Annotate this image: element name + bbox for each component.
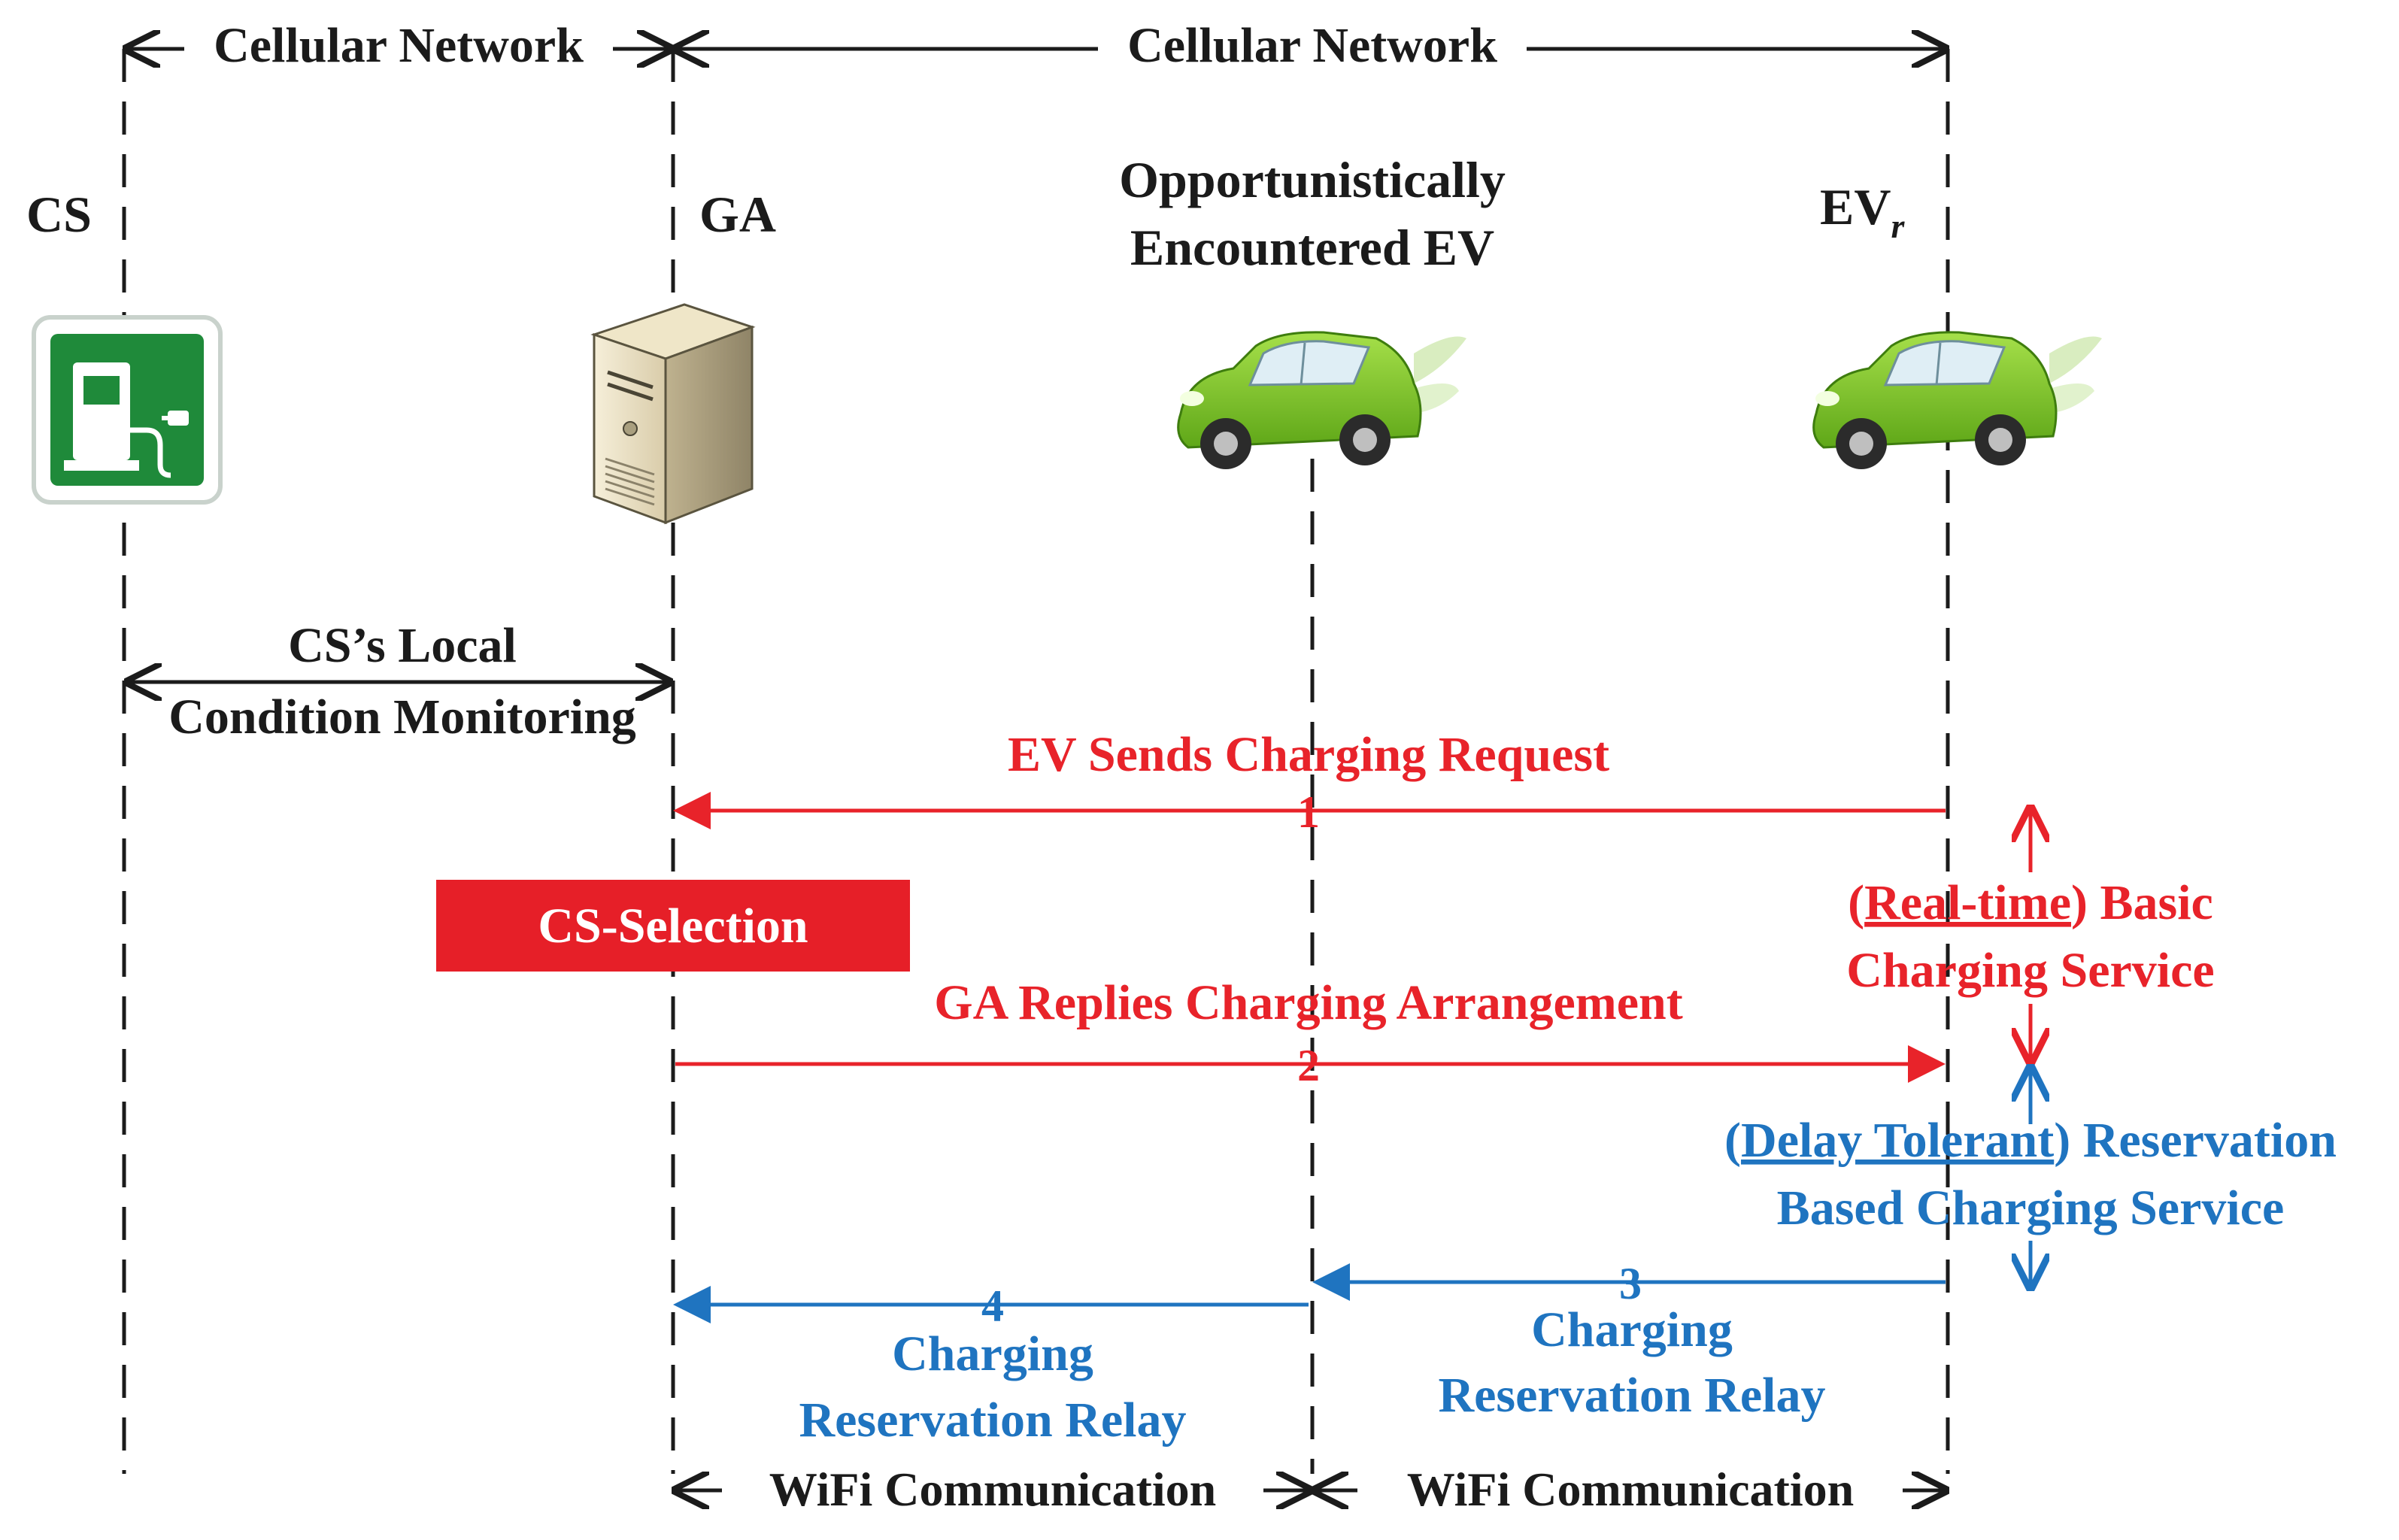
cellular-network-right-label: Cellular Network [1127,18,1497,73]
opportunistic-ev-label-line1: Opportunistically [1119,151,1506,208]
basic-service-line1: (Real-time) Basic [1848,875,2213,930]
cs-selection-box: CS-Selection [436,880,910,972]
reservation-service-close: ) Reservation [2054,1113,2337,1168]
message-1-number: 1 [1297,787,1320,837]
reservation-service-line2: Based Charging Service [1777,1181,2285,1235]
message-4-label-line1: Charging [892,1326,1093,1381]
message-4-number: 4 [981,1281,1004,1331]
evr-label: EVr [1820,178,1905,245]
condition-monitoring-line1: CS’s Local [288,618,517,673]
cellular-network-left: Cellular Network [126,18,671,73]
charging-station-icon [32,315,223,505]
message-3-label-line2: Reservation Relay [1438,1368,1825,1423]
message-2-label: GA Replies Charging Arrangement [934,975,1682,1030]
evr-label-main: EV [1820,178,1891,235]
message-4-label-line2: Reservation Relay [799,1393,1186,1448]
electric-car-icon [1177,331,1466,469]
basic-service-underlined: Real-time [1864,875,2071,930]
cs-selection-label: CS-Selection [538,899,808,953]
opportunistic-ev-label-line2: Encountered EV [1130,219,1494,276]
wifi-communication-left-label: WiFi Communication [769,1463,1216,1516]
lifelines [122,49,1950,1474]
wifi-communication-right-label: WiFi Communication [1407,1463,1854,1516]
reservation-service-line1: (Delay Tolerant) Reservation [1724,1113,2337,1168]
message-3-label-line1: Charging [1531,1302,1733,1357]
reservation-service-open: ( [1724,1113,1741,1168]
cellular-network-right: Cellular Network [675,18,1946,73]
condition-monitoring-line2: Condition Monitoring [168,690,636,744]
condition-monitoring: CS’s Local Condition Monitoring [128,618,669,744]
cellular-network-left-label: Cellular Network [214,18,584,73]
basic-service-open: ( [1848,875,1864,930]
electric-car-icon [1812,331,2102,469]
message-3-number: 3 [1619,1259,1642,1308]
wifi-communication-right: WiFi Communication [1315,1463,1946,1516]
basic-service-close: ) Basic [2071,875,2213,930]
wifi-communication-left: WiFi Communication [675,1463,1310,1516]
basic-service-line2: Charging Service [1846,943,2214,998]
ga-label: GA [699,186,776,243]
cs-label: CS [26,186,92,243]
reservation-service-underlined: Delay Tolerant [1741,1113,2054,1168]
message-1-label: EV Sends Charging Request [1008,727,1609,782]
server-icon [590,303,756,525]
evr-label-subscript: r [1891,207,1905,245]
message-2-number: 2 [1297,1041,1320,1090]
